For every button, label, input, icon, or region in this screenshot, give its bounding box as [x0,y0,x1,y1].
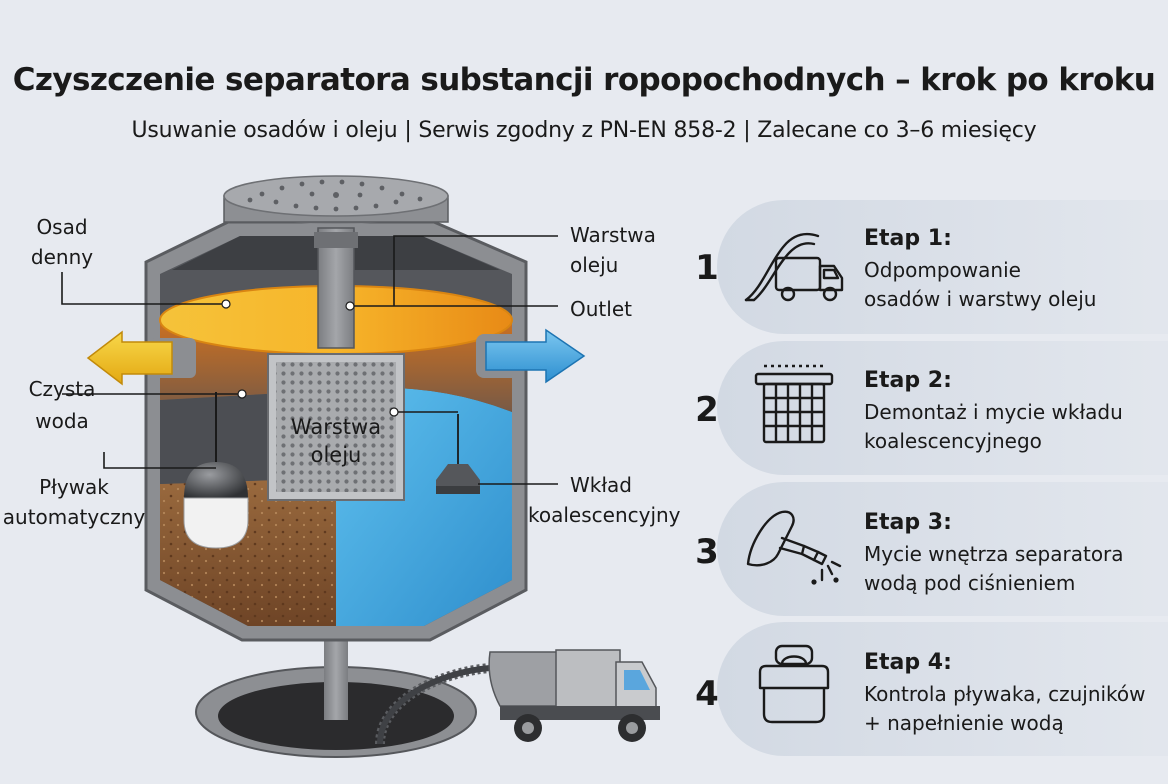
step-card-2 [717,341,1168,475]
step-card-1 [717,200,1168,334]
page-subtitle: Usuwanie osadów i oleju | Serwis zgodny … [131,118,1037,143]
step-desc-3-line-2: wodą pod ciśnieniem [864,571,1076,595]
step-desc-2: Demontaż i mycie wkładu koalescencyjnego [864,398,1164,456]
step-number-2: 2 [695,390,719,430]
label-osad-denny-2: denny [31,245,93,269]
pressure-washer-icon [746,510,842,585]
step-number-4: 4 [695,674,719,714]
page-title: Czyszczenie separatora substancji ropopo… [12,62,1156,98]
outlet-arrow [476,328,586,384]
label-outlet: Outlet [570,297,632,321]
filter-cartridge-icon [754,364,834,444]
center-label-line-2: oleju [311,443,362,467]
float-device [183,392,249,549]
step-number-1: 1 [695,248,719,288]
inlet-arrow [86,330,196,386]
label-osad-denny-1: Osad [36,215,87,239]
label-czysta-woda-1: Czysta [29,377,96,401]
manhole-base [195,640,477,758]
step-desc-2-line-1: Demontaż i mycie wkładu [864,400,1123,424]
step-desc-4: Kontrola pływaka, czujników + napełnieni… [864,680,1164,738]
label-warstwa-oleju-1: Warstwa [570,223,656,247]
step-desc-2-line-2: koalescencyjnego [864,429,1042,453]
vacuum-truck-illustration [375,649,660,745]
step-desc-3-line-1: Mycie wnętrza separatora [864,542,1124,566]
step-title-1: Etap 1: [864,226,952,251]
callout-lines [61,235,558,485]
label-plywak-2: automatyczny [3,505,146,529]
step-desc-1-line-2: osadów i warstwy oleju [864,287,1097,311]
step-desc-1: Odpompowanie osadów i warstwy oleju [864,256,1164,314]
step-desc-4-line-1: Kontrola pływaka, czujników [864,682,1146,706]
sensor-weight [436,414,480,494]
vacuum-truck-icon [744,232,844,302]
cover-plate [223,175,449,349]
coalescing-cartridge: Warstwa oleju [267,353,405,501]
step-number-3: 3 [695,532,719,572]
step-title-3: Etap 3: [864,510,952,535]
float-check-icon [758,644,830,724]
step-card-3 [717,482,1168,616]
label-plywak-1: Pływak [39,475,109,499]
label-warstwa-oleju-2: oleju [570,253,618,277]
step-title-4: Etap 4: [864,650,952,675]
step-desc-4-line-2: + napełnienie wodą [864,711,1064,735]
label-czysta-woda-2: woda [35,409,89,433]
label-wklad-2: koalescencyjny [528,503,681,527]
step-desc-1-line-1: Odpompowanie [864,258,1021,282]
label-wklad-1: Wkład [570,473,632,497]
step-title-2: Etap 2: [864,368,952,393]
center-label-line-1: Warstwa [291,415,381,439]
step-desc-3: Mycie wnętrza separatora wodą pod ciśnie… [864,540,1164,598]
